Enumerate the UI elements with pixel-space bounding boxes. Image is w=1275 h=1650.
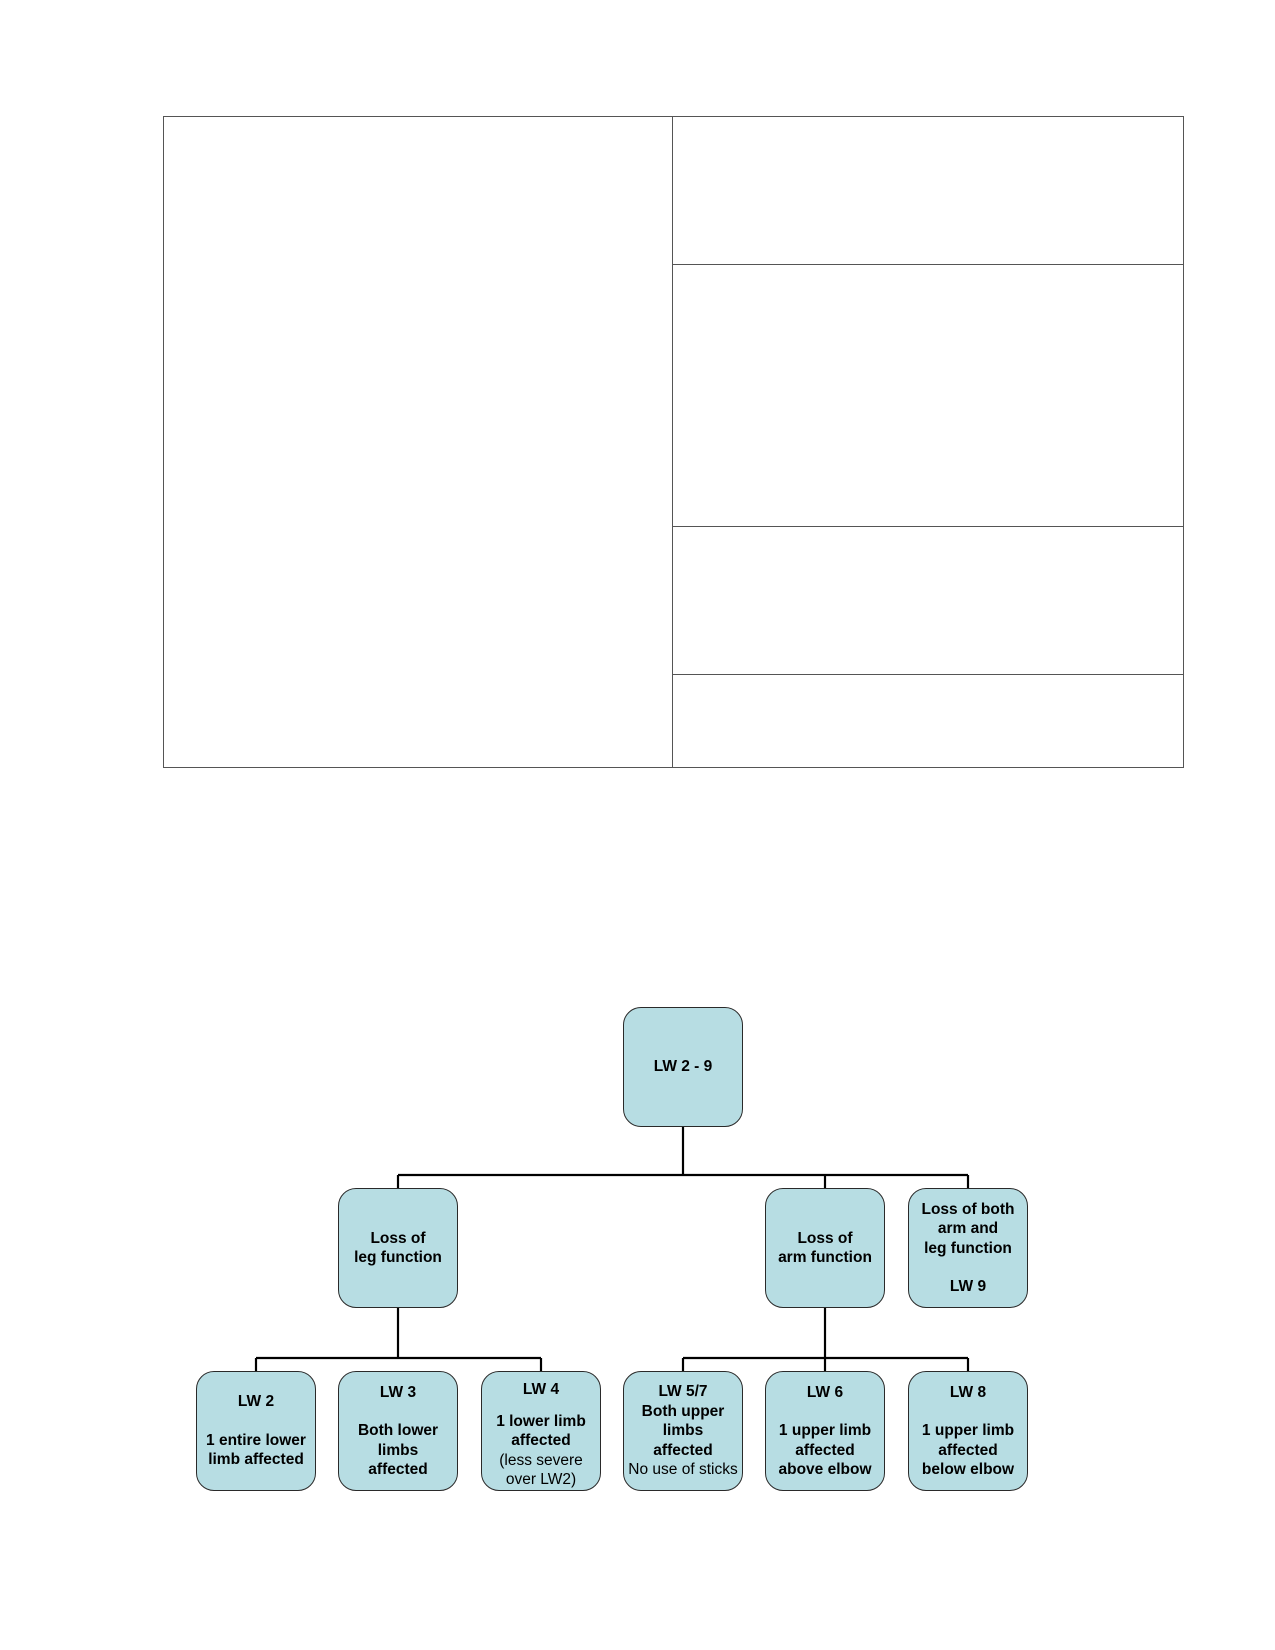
node-lw57-line2: limbs xyxy=(662,1422,704,1440)
node-lw4-line3: (less severe xyxy=(499,1451,583,1469)
node-loss-of-arm-function: Loss of arm function xyxy=(765,1188,885,1308)
node-lw2-9: LW 2 - 9 xyxy=(623,1007,743,1127)
node-lw5-7: LW 5/7 Both upper limbs affected No use … xyxy=(623,1371,743,1491)
node-lw4-line2: affected xyxy=(511,1432,571,1449)
node-lw2: LW 2 1 entire lower limb affected xyxy=(196,1371,316,1491)
node-lw4-line1: 1 lower limb xyxy=(496,1412,586,1430)
node-lw2-9-label: LW 2 - 9 xyxy=(653,1058,713,1076)
node-lw6-code: LW 6 xyxy=(806,1383,844,1401)
node-lw3-line3: affected xyxy=(368,1461,428,1478)
node-lw57-line1: Both upper xyxy=(641,1402,725,1420)
empty-table xyxy=(163,116,1184,768)
node-lw6-line2: affected xyxy=(795,1441,855,1459)
node-lw9-line3: leg function xyxy=(924,1239,1012,1257)
node-lw9-line2: arm and xyxy=(937,1220,999,1237)
node-lw4-line4: over LW2) xyxy=(505,1471,577,1488)
node-lw8-code: LW 8 xyxy=(949,1383,987,1401)
table-left-cell xyxy=(164,117,673,767)
node-lw9-line1: Loss of both xyxy=(921,1200,1015,1218)
node-lw3-code: LW 3 xyxy=(379,1383,417,1401)
node-lw8: LW 8 1 upper limb affected below elbow xyxy=(908,1371,1028,1491)
node-arm-line1: Loss of xyxy=(797,1229,853,1247)
node-lw2-line2: limb affected xyxy=(208,1451,304,1469)
node-loss-of-leg-function: Loss of leg function xyxy=(338,1188,458,1308)
node-lw4-code: LW 4 xyxy=(522,1381,560,1398)
node-lw4: LW 4 1 lower limb affected (less severe … xyxy=(481,1371,601,1491)
node-lw6-line3: above elbow xyxy=(778,1461,872,1478)
node-lw8-line3: below elbow xyxy=(921,1461,1015,1478)
node-lw57-line4: No use of sticks xyxy=(628,1461,738,1479)
node-leg-line2: leg function xyxy=(354,1249,442,1266)
node-arm-line2: arm function xyxy=(778,1249,872,1266)
table-right-cell-3 xyxy=(673,527,1183,675)
node-lw6-line1: 1 upper limb xyxy=(778,1422,872,1439)
node-lw6: LW 6 1 upper limb affected above elbow xyxy=(765,1371,885,1491)
node-lw9: Loss of both arm and leg function LW 9 xyxy=(908,1188,1028,1308)
node-lw2-line1: 1 entire lower xyxy=(206,1431,306,1449)
table-right-cell-2 xyxy=(673,265,1183,527)
node-lw8-line1: 1 upper limb xyxy=(921,1422,1015,1439)
node-leg-line1: Loss of xyxy=(370,1229,426,1247)
node-lw57-code: LW 5/7 xyxy=(658,1383,708,1401)
node-lw8-line2: affected xyxy=(938,1441,998,1459)
table-right-cell-1 xyxy=(673,117,1183,265)
node-lw3-line2: limbs xyxy=(377,1441,419,1459)
node-lw3-line1: Both lower xyxy=(357,1422,439,1439)
node-lw2-code: LW 2 xyxy=(237,1393,275,1411)
node-lw9-code: LW 9 xyxy=(949,1278,987,1295)
node-lw57-line3: affected xyxy=(653,1441,713,1459)
node-lw3: LW 3 Both lower limbs affected xyxy=(338,1371,458,1491)
